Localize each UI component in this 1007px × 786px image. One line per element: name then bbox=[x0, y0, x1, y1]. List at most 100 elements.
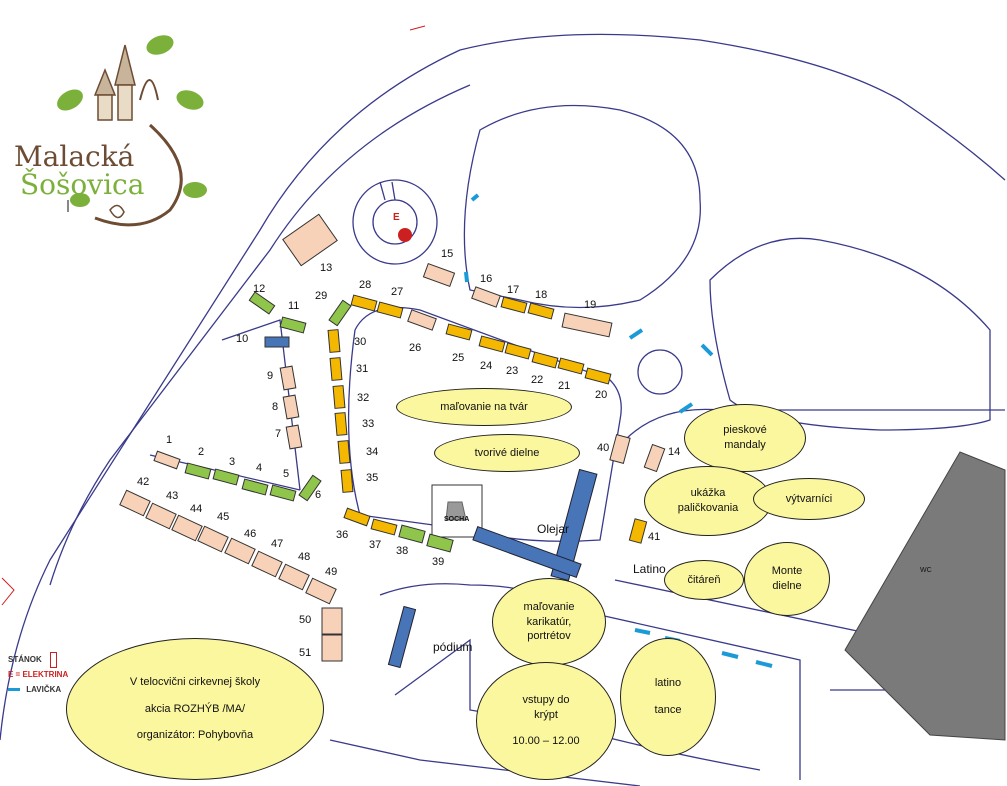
stall-18 bbox=[527, 302, 555, 320]
stall-41 bbox=[628, 518, 648, 544]
stall-label-15: 15 bbox=[441, 248, 454, 260]
stall-28 bbox=[350, 294, 378, 312]
stall-label-3: 3 bbox=[229, 456, 236, 468]
stall-2 bbox=[184, 462, 212, 480]
stall-39 bbox=[426, 533, 454, 553]
stall-15 bbox=[422, 262, 456, 288]
stall-label-46: 46 bbox=[244, 528, 257, 540]
stall-14 bbox=[643, 443, 666, 473]
stall-24 bbox=[478, 335, 506, 353]
stall-30 bbox=[327, 329, 341, 353]
logo-text-1: Malacká bbox=[14, 140, 135, 173]
stall-label-14: 14 bbox=[668, 446, 681, 458]
stall-label-7: 7 bbox=[275, 428, 282, 440]
stall-12 bbox=[248, 291, 276, 315]
stall-label-20: 20 bbox=[595, 389, 608, 401]
stall-label-45: 45 bbox=[217, 511, 230, 523]
statue-label: SOCHA bbox=[444, 516, 470, 523]
stall-label-51: 51 bbox=[299, 647, 312, 659]
stall-label-2: 2 bbox=[198, 446, 205, 458]
wc-building bbox=[844, 451, 1006, 741]
stall-label-36: 36 bbox=[336, 529, 349, 541]
stall-label-22: 22 bbox=[531, 374, 544, 386]
stall-label-31: 31 bbox=[356, 363, 369, 375]
stall-32 bbox=[332, 385, 346, 409]
stall-21 bbox=[557, 357, 585, 375]
stall-label-26: 26 bbox=[409, 342, 422, 354]
stall-1 bbox=[153, 450, 181, 470]
stall-label-28: 28 bbox=[359, 279, 372, 291]
stall-4 bbox=[241, 478, 269, 496]
latino-label: Latino bbox=[633, 562, 666, 576]
stall-19 bbox=[561, 312, 613, 338]
stall-17 bbox=[500, 296, 528, 314]
stall-10 bbox=[264, 336, 290, 348]
stall-label-19: 19 bbox=[584, 299, 597, 311]
stall-8 bbox=[282, 394, 300, 420]
stall-45 bbox=[197, 525, 229, 553]
stall-label-42: 42 bbox=[137, 476, 150, 488]
stall-20 bbox=[584, 367, 612, 385]
stall-label-34: 34 bbox=[366, 446, 379, 458]
stall-label-47: 47 bbox=[271, 538, 284, 550]
stall-44 bbox=[171, 514, 203, 542]
stage-bar bbox=[472, 525, 582, 579]
stall-label-30: 30 bbox=[354, 336, 367, 348]
stall-51 bbox=[321, 634, 343, 662]
stall-label-24: 24 bbox=[480, 360, 493, 372]
stall-label-8: 8 bbox=[272, 401, 279, 413]
legend-bench: LAVIČKA bbox=[8, 685, 61, 694]
stall-48 bbox=[278, 563, 310, 591]
stall-label-37: 37 bbox=[369, 539, 382, 551]
stall-40 bbox=[609, 434, 631, 464]
stall-50 bbox=[321, 607, 343, 635]
electricity-point bbox=[398, 228, 412, 242]
stall-label-21: 21 bbox=[558, 380, 571, 392]
stall-13 bbox=[282, 213, 338, 267]
stall-label-9: 9 bbox=[267, 370, 274, 382]
stall-label-10: 10 bbox=[236, 333, 249, 345]
logo-graphic bbox=[57, 35, 207, 227]
stall-31 bbox=[329, 357, 343, 381]
stall-label-12: 12 bbox=[253, 283, 266, 295]
stall-27 bbox=[376, 301, 404, 319]
stall-label-50: 50 bbox=[299, 614, 312, 626]
stall-label-41: 41 bbox=[648, 531, 661, 543]
stall-36 bbox=[343, 507, 371, 527]
stall-label-35: 35 bbox=[366, 472, 379, 484]
area-vytvarnici: výtvarníci bbox=[753, 478, 865, 520]
stall-label-23: 23 bbox=[506, 365, 519, 377]
stall-42 bbox=[119, 489, 151, 517]
podium-label: pódium bbox=[433, 640, 473, 654]
stall-label-1: 1 bbox=[166, 434, 173, 446]
stall-label-39: 39 bbox=[432, 556, 445, 568]
area-citaren: čitáreň bbox=[664, 560, 744, 600]
legend-electricity: E = ELEKTRINA bbox=[8, 670, 69, 679]
stall-22 bbox=[531, 351, 559, 369]
podium-stage bbox=[387, 605, 417, 669]
stall-25 bbox=[445, 323, 473, 341]
stall-34 bbox=[337, 440, 351, 464]
stall-6 bbox=[298, 474, 322, 502]
stall-16 bbox=[471, 286, 501, 308]
stall-49 bbox=[305, 577, 337, 605]
stall-label-44: 44 bbox=[190, 503, 203, 515]
stall-label-17: 17 bbox=[507, 284, 520, 296]
stall-label-38: 38 bbox=[396, 545, 409, 557]
stall-11 bbox=[279, 316, 307, 334]
legend-stand: STÁNOK bbox=[8, 652, 58, 668]
stall-label-16: 16 bbox=[480, 273, 493, 285]
stall-label-43: 43 bbox=[166, 490, 179, 502]
stall-38 bbox=[398, 524, 426, 544]
stall-7 bbox=[285, 424, 303, 450]
stall-label-18: 18 bbox=[535, 289, 548, 301]
stall-label-29: 29 bbox=[315, 290, 328, 302]
stall-29 bbox=[328, 299, 352, 327]
stall-26 bbox=[407, 309, 437, 331]
